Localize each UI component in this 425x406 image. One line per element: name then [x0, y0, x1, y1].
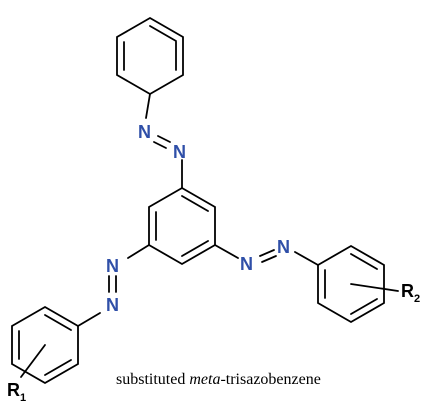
caption-italic: meta [189, 371, 220, 388]
top-phenyl-ring [116, 16, 184, 96]
core-to-right-n-bond [214, 244, 239, 259]
diagram-caption: substituted meta-trisazobenzene [116, 371, 321, 388]
left-n-to-ring-bond [77, 312, 101, 327]
top-azo-double-bond-b [153, 141, 167, 149]
substituent-r1-label: R1 [7, 380, 26, 404]
right-azo-double-bond-a [259, 249, 275, 257]
substituent-r2-label: R2 [401, 281, 420, 305]
right-n-to-ring-bond [294, 251, 319, 266]
left-phenyl-ring [11, 305, 79, 385]
nitrogen-label-right-1: N [240, 254, 253, 274]
central-benzene-ring [148, 186, 216, 266]
r1-substituent-bond [20, 344, 46, 378]
nitrogen-label-top-2: N [173, 142, 186, 162]
right-azo-double-bond-b [261, 255, 277, 263]
substituent-r2-index: 2 [414, 293, 420, 305]
top-ring-to-n-bond [145, 93, 151, 119]
nitrogen-label-left-2: N [106, 295, 119, 315]
right-phenyl-ring [317, 244, 385, 324]
r2-substituent-bond [350, 283, 399, 292]
caption-suffix: -trisazobenzene [220, 371, 320, 388]
nitrogen-label-right-2: N [277, 237, 290, 257]
top-azo-double-bond-a [157, 135, 171, 143]
nitrogen-label-top-1: N [138, 122, 151, 142]
caption-prefix: substituted [116, 371, 189, 388]
core-to-left-n-bond [127, 244, 150, 259]
nitrogen-label-left-1: N [106, 256, 119, 276]
substituent-r1-index: 1 [20, 392, 26, 404]
